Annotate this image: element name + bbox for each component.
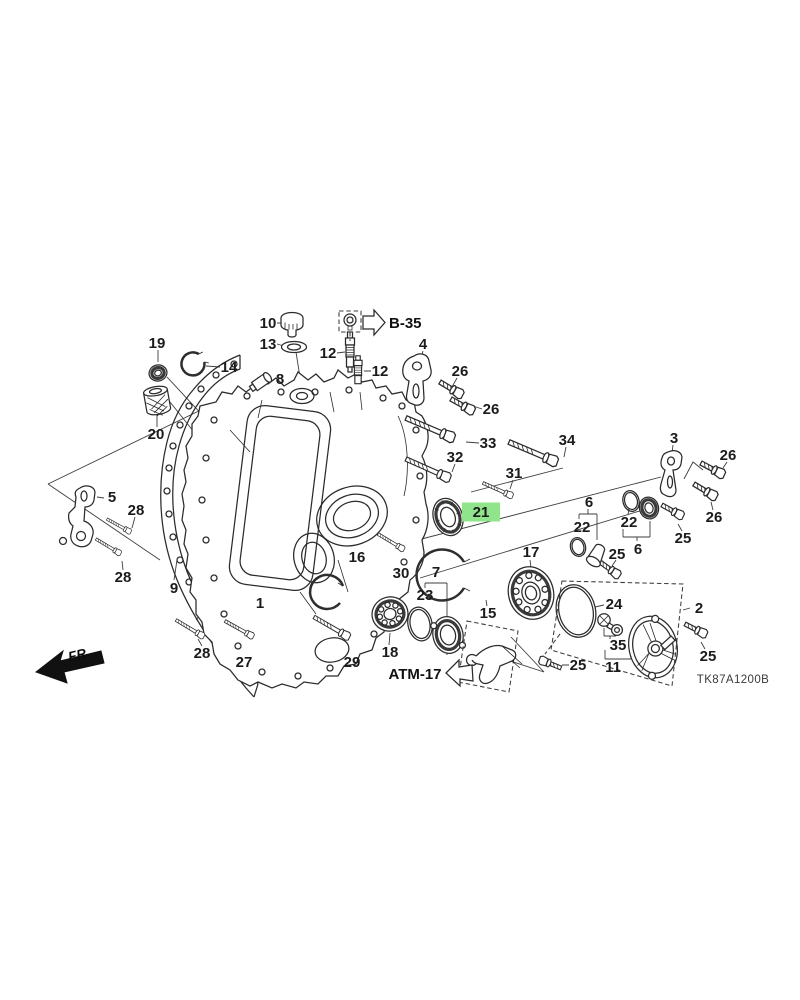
collar-6b bbox=[638, 496, 660, 520]
shift-fork bbox=[465, 644, 523, 685]
part-label-8[interactable]: 8 bbox=[276, 371, 284, 388]
part-label-22[interactable]: 22 bbox=[574, 519, 591, 536]
joint-6a bbox=[585, 543, 606, 568]
oil-seal-21 bbox=[432, 497, 464, 537]
part-label-4[interactable]: 4 bbox=[419, 336, 428, 353]
bolt-25c bbox=[682, 619, 710, 640]
bolt-26d bbox=[690, 478, 721, 503]
part-label-12-2[interactable]: 12 bbox=[372, 363, 389, 380]
part-label-26[interactable]: 26 bbox=[452, 363, 469, 380]
part-label-16[interactable]: 16 bbox=[349, 549, 366, 566]
o-ring-24 bbox=[555, 584, 597, 638]
ball-bearing-18 bbox=[371, 596, 409, 632]
part-label-12[interactable]: 12 bbox=[320, 345, 337, 362]
bolt-34 bbox=[506, 436, 561, 469]
filler-plug-10 bbox=[280, 311, 304, 338]
part-label-3[interactable]: 3 bbox=[670, 430, 678, 447]
part-label-5[interactable]: 5 bbox=[108, 489, 116, 506]
part-label-28-3[interactable]: 28 bbox=[194, 645, 211, 662]
part-label-26-4[interactable]: 26 bbox=[706, 509, 723, 526]
part-label-32[interactable]: 32 bbox=[447, 449, 464, 466]
part-label-6-2[interactable]: 6 bbox=[634, 541, 642, 558]
part-label-6[interactable]: 6 bbox=[585, 494, 593, 511]
b35-reference[interactable]: B-35 bbox=[338, 308, 422, 341]
o-ring-23 bbox=[407, 606, 433, 642]
part-label-25[interactable]: 25 bbox=[609, 546, 626, 563]
bolt-26a bbox=[436, 376, 467, 401]
part-label-17[interactable]: 17 bbox=[523, 544, 540, 561]
part-label-24[interactable]: 24 bbox=[606, 596, 623, 613]
bolt-31 bbox=[481, 479, 515, 500]
needle-bearing-20 bbox=[142, 385, 172, 417]
bracket-3 bbox=[659, 450, 683, 498]
ball-bearing-19 bbox=[148, 364, 168, 382]
atm17-label: ATM-17 bbox=[388, 666, 441, 683]
retainer-7 bbox=[430, 616, 467, 654]
ball-bearing-17 bbox=[507, 566, 555, 620]
snap-ring-15 bbox=[415, 548, 471, 602]
part-label-26-3[interactable]: 26 bbox=[720, 447, 737, 464]
diagram-code: TK87A1200B bbox=[697, 674, 769, 686]
bolt-25b bbox=[659, 500, 687, 522]
highlight-21 bbox=[462, 502, 500, 522]
sensor-12b bbox=[353, 355, 363, 385]
part-label-19[interactable]: 19 bbox=[149, 335, 166, 352]
snap-ring-14 bbox=[180, 351, 209, 377]
o-ring-22a bbox=[569, 536, 587, 558]
b35-label: B-35 bbox=[389, 315, 422, 332]
bolt-26b bbox=[447, 393, 478, 417]
part-label-28-2[interactable]: 28 bbox=[115, 569, 132, 586]
part-label-14[interactable]: 14 bbox=[221, 359, 238, 376]
part-label-29[interactable]: 29 bbox=[344, 654, 361, 671]
part-label-25-4[interactable]: 25 bbox=[700, 648, 717, 665]
bolt-28b bbox=[94, 536, 123, 557]
part-label-27[interactable]: 27 bbox=[236, 654, 253, 671]
bolt-35 bbox=[597, 613, 624, 637]
part-label-15[interactable]: 15 bbox=[480, 605, 497, 622]
joint-8 bbox=[248, 371, 273, 393]
part-label-35[interactable]: 35 bbox=[610, 637, 627, 654]
part-label-9[interactable]: 9 bbox=[170, 580, 178, 597]
part-label-2[interactable]: 2 bbox=[695, 600, 703, 617]
part-label-20[interactable]: 20 bbox=[148, 426, 165, 443]
snap-ring-16 bbox=[308, 573, 345, 611]
part-label-23[interactable]: 23 bbox=[417, 587, 434, 604]
part-label-18[interactable]: 18 bbox=[382, 644, 399, 661]
part-label-33[interactable]: 33 bbox=[480, 435, 497, 452]
part-label-34[interactable]: 34 bbox=[559, 432, 576, 449]
washer-13 bbox=[280, 340, 308, 354]
part-label-22-2[interactable]: 22 bbox=[621, 514, 638, 531]
bracket-4 bbox=[402, 353, 432, 406]
part-label-28[interactable]: 28 bbox=[128, 502, 145, 519]
fr-arrow-icon bbox=[34, 649, 105, 684]
part-label-21[interactable]: 21 bbox=[473, 504, 490, 521]
b35-arrow-icon bbox=[362, 308, 386, 337]
end-cover-11 bbox=[628, 614, 678, 680]
part-label-1[interactable]: 1 bbox=[256, 595, 264, 612]
part-label-13[interactable]: 13 bbox=[260, 336, 277, 353]
part-label-30[interactable]: 30 bbox=[393, 565, 410, 582]
cover-assembly-box-2 bbox=[544, 580, 684, 687]
sensor-12a bbox=[344, 331, 356, 373]
part-label-25-3[interactable]: 25 bbox=[570, 657, 587, 674]
part-label-11[interactable]: 11 bbox=[605, 659, 621, 676]
bracket-5 bbox=[58, 485, 96, 548]
part-label-26-2[interactable]: 26 bbox=[483, 401, 500, 418]
atm17-arrow-icon bbox=[445, 658, 474, 688]
part-label-7[interactable]: 7 bbox=[432, 564, 440, 581]
part-label-31[interactable]: 31 bbox=[506, 465, 523, 482]
atm17-reference[interactable]: ATM-17 bbox=[388, 620, 523, 693]
part-label-25-2[interactable]: 25 bbox=[675, 530, 692, 547]
transmission-case-1 bbox=[181, 369, 429, 689]
part-label-10[interactable]: 10 bbox=[260, 315, 277, 332]
o-ring-22b bbox=[622, 490, 640, 512]
fr-direction: FR. bbox=[34, 645, 105, 684]
fr-label: FR. bbox=[67, 645, 92, 665]
